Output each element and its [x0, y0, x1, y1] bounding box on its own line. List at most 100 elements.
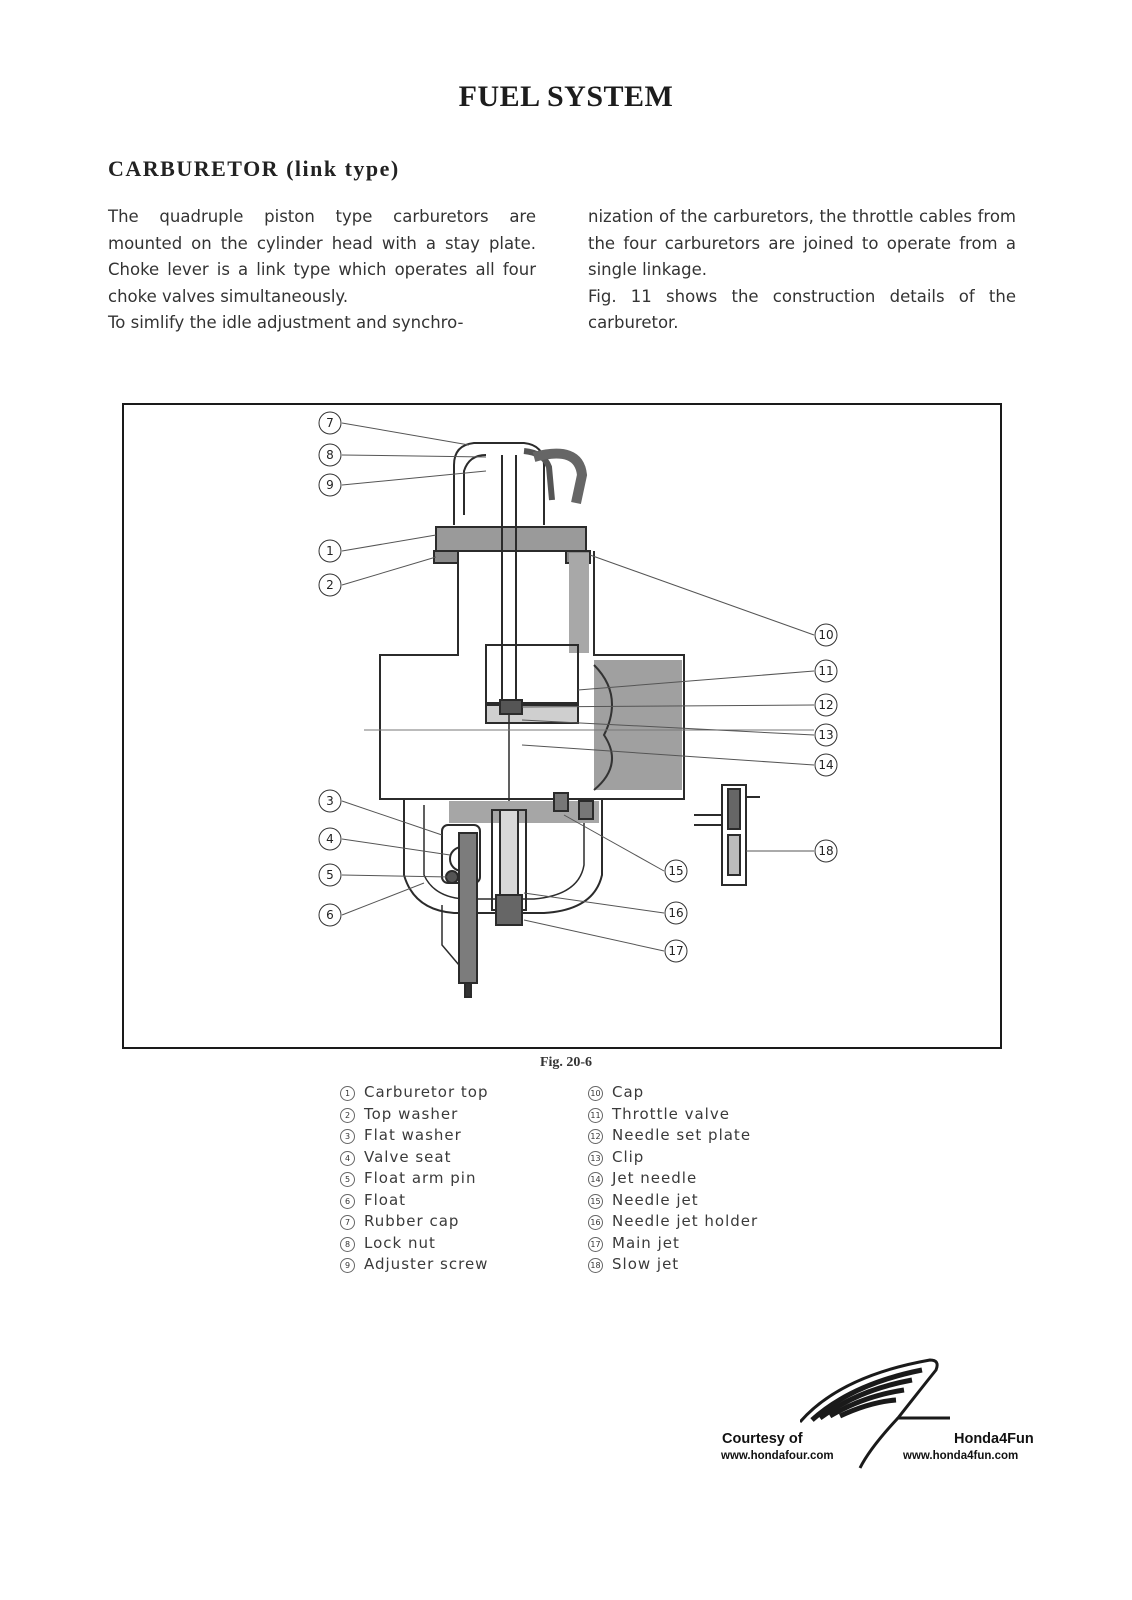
legend-label: Carburetor top [364, 1083, 489, 1101]
callout-3: 3 [318, 789, 342, 813]
legend-number: 9 [340, 1258, 355, 1273]
legend-label: Float [364, 1190, 407, 1209]
legend-item: 13 Clip [588, 1147, 758, 1169]
legend-number: 16 [588, 1215, 603, 1230]
legend-label: Main jet [612, 1233, 680, 1252]
svg-text:7: 7 [326, 416, 334, 430]
legend-number: 14 [588, 1172, 603, 1187]
legend-item: 2 Top washer [340, 1104, 489, 1126]
legend-label: Throttle valve [612, 1104, 730, 1123]
legend-item: 18 Slow jet [588, 1254, 758, 1276]
carburetor-cutaway-diagram: 7 8 9 1 2 10 11 12 13 14 3 4 5 6 15 16 1… [318, 411, 838, 998]
legend-label: Clip [612, 1147, 645, 1166]
svg-text:8: 8 [326, 448, 334, 462]
legend-item: 3 Flat washer [340, 1125, 489, 1147]
callout-11: 11 [814, 659, 838, 683]
legend-label: Jet needle [612, 1169, 698, 1187]
legend-label: Cap [612, 1083, 645, 1101]
callout-16: 16 [664, 901, 688, 925]
legend-number: 2 [340, 1107, 355, 1123]
legend-number: 7 [340, 1215, 355, 1230]
legend-label: Slow jet [612, 1255, 680, 1273]
body-paragraph: nization of the carburetors, the throttl… [588, 207, 1016, 280]
legend-label: Rubber cap [364, 1212, 460, 1230]
callout-1: 1 [318, 539, 342, 563]
body-paragraph: To simlify the idle adjustment and synch… [108, 313, 464, 333]
section-title: CARBURETOR (link type) [108, 156, 400, 181]
svg-text:2: 2 [326, 578, 334, 592]
callout-17: 17 [664, 939, 688, 963]
svg-text:5: 5 [326, 868, 334, 882]
legend-item: 9 Adjuster screw [340, 1254, 489, 1276]
legend-number: 12 [588, 1129, 603, 1144]
credit-link-hondafour[interactable]: www.hondafour.com [721, 1450, 834, 1462]
callout-9: 9 [318, 473, 342, 497]
callout-14: 14 [814, 753, 838, 777]
svg-text:4: 4 [326, 832, 334, 846]
honda-wing-logo-icon [800, 1358, 950, 1469]
callout-4: 4 [318, 827, 342, 851]
legend-label: Float arm pin [364, 1169, 477, 1187]
callout-group: 7 8 9 1 2 10 11 12 13 14 3 4 5 6 15 16 1… [318, 411, 838, 963]
body-paragraph: Fig. 11 shows the construction details o… [588, 286, 1016, 333]
svg-text:3: 3 [326, 794, 334, 808]
callout-5: 5 [318, 863, 342, 887]
legend-item: 7 Rubber cap [340, 1211, 489, 1233]
legend-number: 10 [588, 1086, 603, 1101]
svg-text:12: 12 [818, 698, 833, 712]
legend-number: 4 [340, 1150, 355, 1166]
legend-label: Needle set plate [612, 1126, 752, 1144]
legend-number: 3 [340, 1129, 355, 1144]
callout-6: 6 [318, 903, 342, 927]
legend-item: 17 Main jet [588, 1233, 758, 1255]
callout-10: 10 [814, 623, 838, 647]
svg-text:11: 11 [818, 664, 833, 678]
legend-item: 5 Float arm pin [340, 1168, 489, 1190]
svg-text:13: 13 [818, 728, 833, 742]
legend-number: 13 [588, 1150, 603, 1166]
legend-label: Top washer [364, 1104, 459, 1123]
legend-number: 18 [588, 1258, 603, 1273]
body-column-left: The quadruple piston type carburetors ar… [108, 204, 536, 337]
callout-13: 13 [814, 723, 838, 747]
legend-number: 5 [340, 1172, 355, 1187]
body-column-right: nization of the carburetors, the throttl… [588, 204, 1016, 337]
svg-text:6: 6 [326, 908, 334, 922]
legend-item: 14 Jet needle [588, 1168, 758, 1190]
legend-number: 11 [588, 1107, 603, 1123]
legend-number: 1 [340, 1086, 355, 1101]
legend-item: 11 Throttle valve [588, 1104, 758, 1126]
parts-legend-right: 10 Cap 11 Throttle valve 12 Needle set plat… [588, 1082, 758, 1276]
legend-number: 8 [340, 1236, 355, 1252]
legend-label: Needle jet holder [612, 1212, 759, 1230]
legend-label: Needle jet [612, 1190, 699, 1209]
svg-text:17: 17 [668, 944, 683, 958]
body-paragraph: The quadruple piston type carburetors ar… [108, 207, 536, 306]
callout-15: 15 [664, 859, 688, 883]
credit-honda4fun: Honda4Fun [954, 1431, 1034, 1447]
legend-label: Adjuster screw [364, 1255, 489, 1273]
svg-text:9: 9 [326, 478, 334, 492]
parts-legend-left: 1 Carburetor top 2 Top washer 3 Flat washer… [340, 1082, 489, 1276]
svg-text:18: 18 [818, 844, 833, 858]
legend-item: 12 Needle set plate [588, 1125, 758, 1147]
legend-item: 16 Needle jet holder [588, 1211, 758, 1233]
legend-item: 10 Cap [588, 1082, 758, 1104]
legend-label: Flat washer [364, 1126, 462, 1144]
credit-link-honda4fun[interactable]: www.honda4fun.com [903, 1450, 1019, 1462]
legend-label: Valve seat [364, 1147, 452, 1166]
callout-2: 2 [318, 573, 342, 597]
legend-number: 17 [588, 1236, 603, 1252]
callout-12: 12 [814, 693, 838, 717]
svg-text:15: 15 [668, 864, 683, 878]
legend-item: 4 Valve seat [340, 1147, 489, 1169]
svg-text:14: 14 [818, 758, 833, 772]
legend-number: 6 [340, 1193, 355, 1209]
svg-text:16: 16 [668, 906, 683, 920]
figure-caption: Fig. 20-6 [539, 1055, 593, 1070]
legend-item: 1 Carburetor top [340, 1082, 489, 1104]
svg-text:10: 10 [818, 628, 833, 642]
callout-7: 7 [318, 411, 342, 435]
legend-item: 6 Float [340, 1190, 489, 1212]
legend-number: 15 [588, 1193, 603, 1209]
